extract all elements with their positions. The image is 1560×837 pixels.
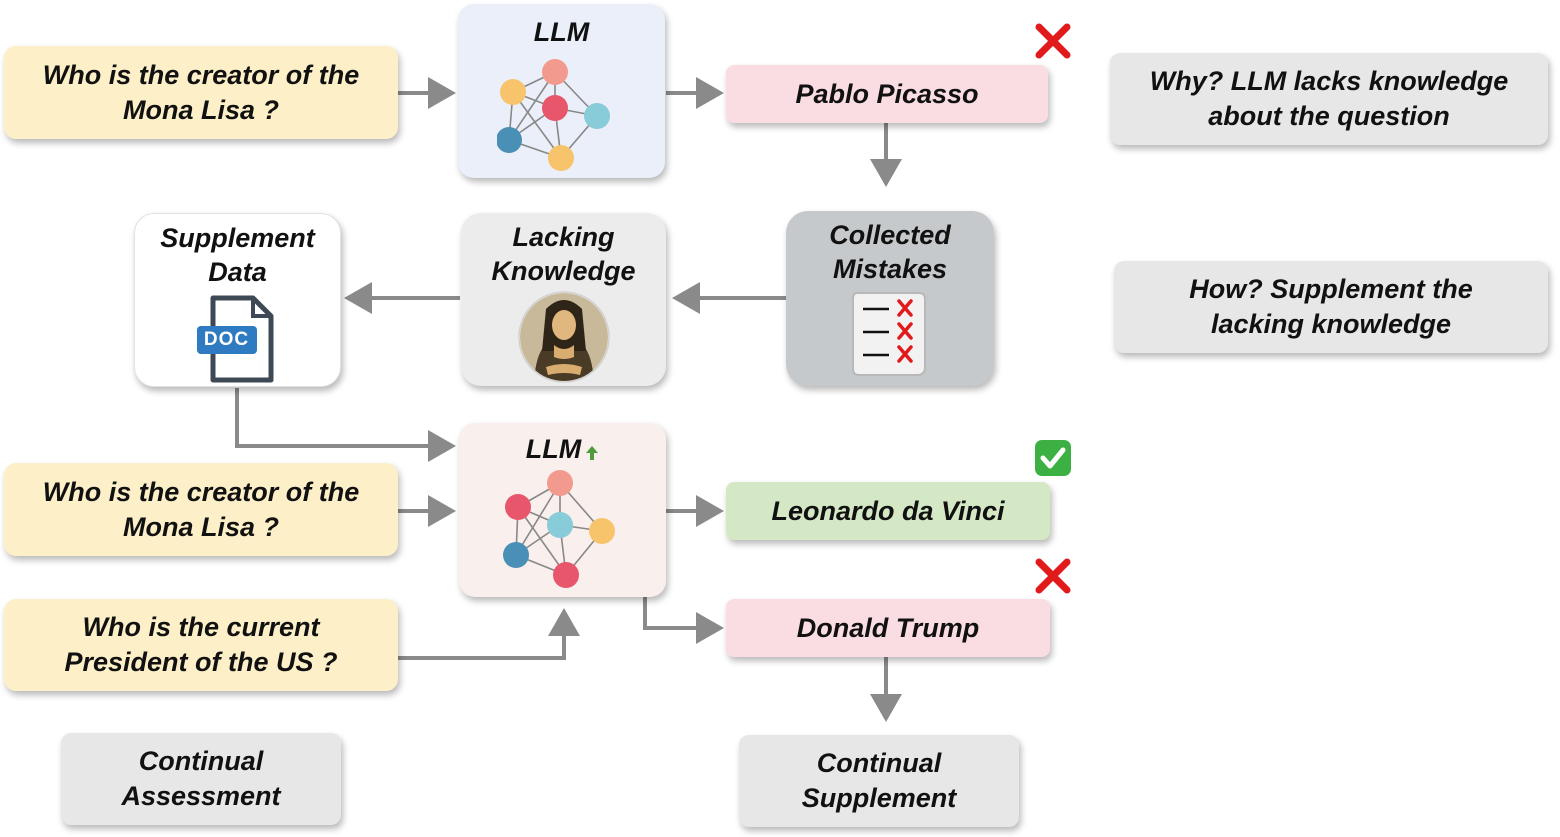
- up-arrow-icon: [586, 445, 599, 460]
- green-check-icon: [1035, 440, 1071, 476]
- question-line-1: Who is the creator of the: [42, 59, 360, 90]
- wrong-answer-box-top: Pablo Picasso: [726, 65, 1048, 123]
- llm-label: LLM: [533, 17, 590, 47]
- assessment-line-2: Assessment: [121, 781, 281, 811]
- how-line-1: How? Supplement the: [1189, 274, 1473, 305]
- lacking-knowledge-box: Lacking Knowledge: [461, 213, 666, 386]
- question-box-top: Who is the creator of the Mona Lisa ?: [4, 46, 398, 139]
- question-line-2: Mona Lisa ?: [122, 94, 279, 125]
- why-line-2: about the question: [1208, 101, 1450, 131]
- right-answer-text: Leonardo da Vinci: [771, 495, 1005, 526]
- lacking-line-2: Knowledge: [491, 255, 636, 286]
- how-box: How? Supplement the lacking knowledge: [1114, 261, 1548, 353]
- question2-line-2: President of the US ?: [64, 647, 338, 677]
- llm-upgraded-label: LLM: [526, 433, 599, 467]
- wrong-answer-box-bottom: Donald Trump: [726, 599, 1050, 657]
- assessment-line-1: Continual: [138, 746, 264, 777]
- red-cross-icon-bottom: [1035, 558, 1071, 594]
- doc-file-icon: DOC: [193, 294, 283, 384]
- llm-box-bottom: LLM: [459, 423, 666, 597]
- mona-lisa-portrait-icon: [517, 290, 610, 383]
- neural-network-icon: [496, 58, 610, 171]
- why-box: Why? LLM lacks knowledge about the quest…: [1110, 53, 1548, 145]
- right-answer-box: Leonardo da Vinci: [726, 482, 1050, 540]
- arrow-question2-to-llm: [398, 608, 580, 660]
- continual-supplement-box: Continual Supplement: [739, 735, 1019, 827]
- supplement-line-2: Data: [208, 256, 267, 287]
- supplement-line-1: Supplement: [160, 223, 315, 253]
- lacking-line-1: Lacking: [512, 222, 615, 252]
- continual-assessment-box: Continual Assessment: [61, 733, 341, 825]
- supplement-bottom-line-2: Supplement: [801, 783, 957, 813]
- mistakes-list-icon: [852, 291, 926, 376]
- red-cross-icon: [1035, 23, 1071, 59]
- question1-line-1: Who is the creator of the: [42, 476, 360, 507]
- how-line-2: lacking knowledge: [1210, 309, 1452, 339]
- wrong-answer-text-bottom: Donald Trump: [796, 612, 980, 643]
- collected-mistakes-box: Collected Mistakes: [786, 211, 994, 386]
- question2-line-1: Who is the current: [82, 612, 320, 643]
- collected-line-2: Mistakes: [832, 253, 948, 284]
- wrong-answer-text: Pablo Picasso: [795, 78, 979, 109]
- question-box-bottom-1: Who is the creator of the Mona Lisa ?: [4, 463, 398, 556]
- supplement-data-box: Supplement Data DOC: [134, 213, 341, 387]
- llm-box-top: LLM: [458, 4, 665, 178]
- neural-network-icon-bottom: [502, 469, 615, 588]
- arrow-supplement-to-llm: [235, 388, 456, 462]
- question1-line-2: Mona Lisa ?: [122, 511, 279, 542]
- question-box-bottom-2: Who is the current President of the US ?: [4, 599, 398, 691]
- arrow-llm-to-wrong-answer: [643, 597, 724, 644]
- doc-label: DOC: [203, 328, 250, 350]
- supplement-bottom-line-1: Continual: [816, 748, 942, 779]
- collected-line-1: Collected: [829, 220, 951, 250]
- llm-label-bottom: LLM: [525, 434, 582, 464]
- why-line-1: Why? LLM lacks knowledge: [1149, 66, 1509, 97]
